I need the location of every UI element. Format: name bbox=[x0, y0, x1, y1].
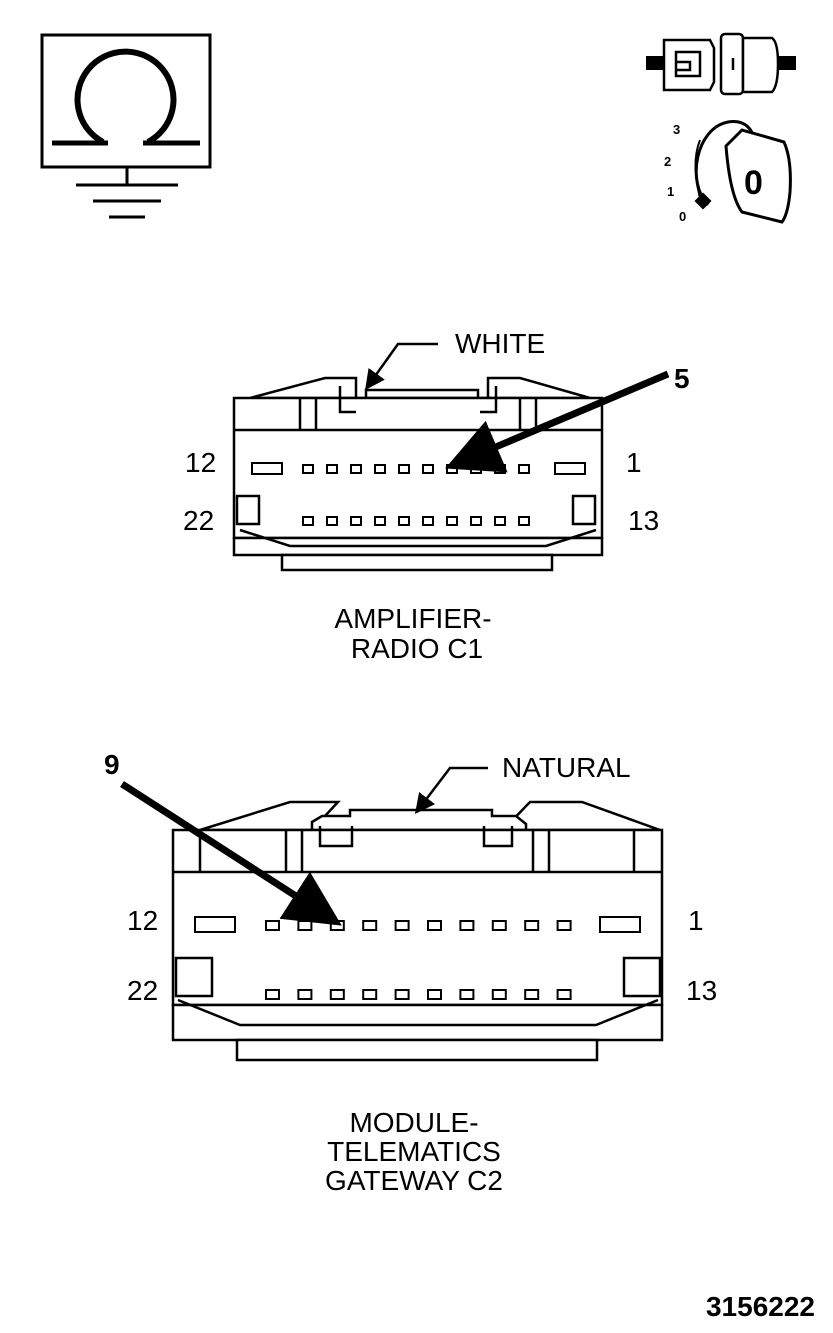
connector-disconnected-icon bbox=[646, 32, 796, 96]
connector-c1-pin-callout: 5 bbox=[674, 363, 690, 394]
c2-top-row-cavity bbox=[524, 920, 540, 931]
c1-top-row-cavity bbox=[302, 464, 314, 474]
c1-bottom-row-cavity bbox=[422, 516, 434, 526]
connector-c1-pin-12-label: 12 bbox=[185, 447, 216, 478]
connector-c2-pin-arrow bbox=[120, 781, 342, 926]
c1-top-row-cavity bbox=[350, 464, 362, 474]
connector-c2-pin-callout: 9 bbox=[104, 749, 120, 780]
connector-c2-housing bbox=[171, 800, 664, 1062]
c2-bottom-row-cavity bbox=[427, 989, 442, 1000]
figure-number: 3156222 bbox=[706, 1291, 815, 1322]
c1-bottom-row-cavity bbox=[350, 516, 362, 526]
c1-top-row-cavity bbox=[470, 464, 482, 474]
c1-top-row-cavity bbox=[446, 464, 458, 474]
ignition-key-off-icon: 3 2 1 0 0 bbox=[664, 120, 792, 224]
connector-c1-pin-1-label: 1 bbox=[626, 447, 642, 478]
ignition-position-2: 2 bbox=[664, 154, 671, 169]
ignition-position-3: 3 bbox=[673, 122, 680, 137]
ignition-key-label: 0 bbox=[744, 164, 763, 202]
c1-bottom-row-cavity bbox=[518, 516, 530, 526]
connector-c2-name-line1: MODULE- bbox=[349, 1107, 478, 1138]
connector-c2-housing-color: NATURAL bbox=[502, 752, 631, 783]
c1-bottom-row-cavity bbox=[398, 516, 410, 526]
connector-c1-pin-arrow bbox=[445, 370, 670, 473]
c2-top-row-cavity bbox=[394, 920, 410, 931]
c1-bottom-row-cavity bbox=[446, 516, 458, 526]
c1-bottom-row-cavity bbox=[374, 516, 386, 526]
c1-bottom-row-cavity bbox=[326, 516, 338, 526]
c1-top-row-cavity bbox=[398, 464, 410, 474]
ignition-position-0: 0 bbox=[679, 209, 686, 224]
c2-bottom-row-cavity bbox=[524, 989, 540, 1000]
c1-top-row-cavity bbox=[422, 464, 434, 474]
c1-top-row-cavity bbox=[518, 464, 530, 474]
c1-bottom-row-cavity bbox=[302, 516, 314, 526]
connector-c1: WHITE 5 12 1 22 13 AMPLIFIER- RADIO C1 bbox=[183, 328, 690, 664]
connector-c2-name-line2: TELEMATICS bbox=[327, 1136, 501, 1167]
c1-top-row-cavity bbox=[494, 464, 506, 474]
connector-c2-pin-12-label: 12 bbox=[127, 905, 158, 936]
c2-bottom-row-cavity bbox=[459, 989, 475, 1000]
c2-bottom-row-cavity bbox=[265, 989, 280, 1000]
c2-top-row-cavity bbox=[459, 920, 475, 931]
c2-bottom-row-cavity bbox=[556, 989, 572, 1000]
connector-c2-pin-22-label: 22 bbox=[127, 975, 158, 1006]
c2-bottom-row-cavity bbox=[297, 989, 313, 1000]
c2-top-row-cavity bbox=[329, 920, 345, 931]
connector-c2: NATURAL 9 12 1 22 13 MODULE- TELEMATICS … bbox=[104, 749, 717, 1196]
connector-c2-color-leader bbox=[414, 766, 488, 814]
connector-c2-pin-1-label: 1 bbox=[688, 905, 704, 936]
c2-top-row-cavity bbox=[491, 920, 507, 931]
c2-top-row-cavity bbox=[265, 920, 280, 931]
c2-top-row-cavity bbox=[427, 920, 442, 931]
c2-bottom-row-cavity bbox=[362, 989, 378, 1000]
connector-c1-name-line2: RADIO C1 bbox=[351, 633, 483, 664]
connector-c2-pin-13-label: 13 bbox=[686, 975, 717, 1006]
ignition-position-1: 1 bbox=[667, 184, 674, 199]
connector-c1-name-line1: AMPLIFIER- bbox=[334, 603, 491, 634]
c2-bottom-row-cavity bbox=[491, 989, 507, 1000]
c1-top-row-cavity bbox=[374, 464, 386, 474]
c1-bottom-row-cavity bbox=[494, 516, 506, 526]
c2-bottom-row-cavity bbox=[394, 989, 410, 1000]
connector-c2-name-line3: GATEWAY C2 bbox=[325, 1165, 503, 1196]
connector-c1-pin-22-label: 22 bbox=[183, 505, 214, 536]
connector-c1-pin-13-label: 13 bbox=[628, 505, 659, 536]
ohmmeter-ground-icon bbox=[40, 33, 212, 219]
c1-top-row-cavity bbox=[326, 464, 338, 474]
connector-c1-housing-color: WHITE bbox=[455, 328, 545, 359]
c2-top-row-cavity bbox=[556, 920, 572, 931]
c2-top-row-cavity bbox=[297, 920, 313, 931]
c2-bottom-row-cavity bbox=[329, 989, 345, 1000]
connector-c1-color-leader bbox=[365, 342, 438, 391]
c2-top-row-cavity bbox=[362, 920, 378, 931]
connector-c1-housing bbox=[232, 376, 604, 572]
c1-bottom-row-cavity bbox=[470, 516, 482, 526]
